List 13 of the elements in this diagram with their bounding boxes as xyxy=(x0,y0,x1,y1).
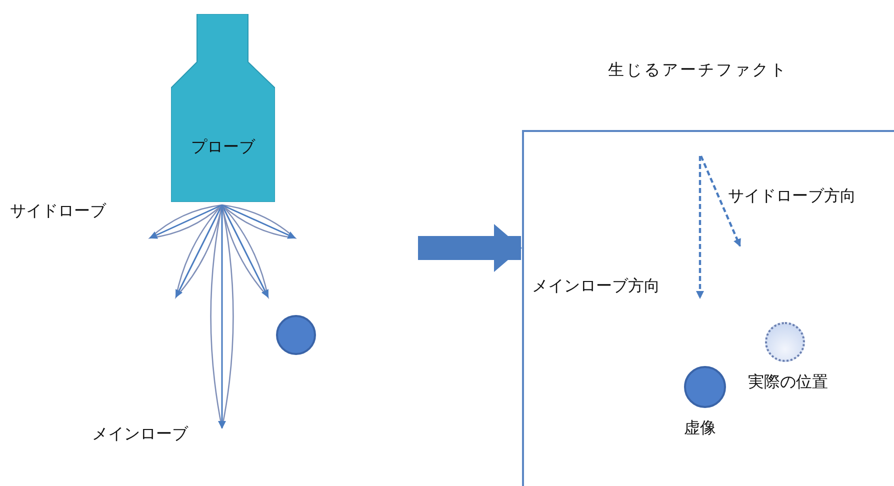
label: サイドローブ方向 xyxy=(728,186,856,206)
label: メインローブ xyxy=(92,424,188,444)
node-label: 虚像 xyxy=(684,418,716,438)
heading: 生じるアーチファクト xyxy=(608,60,788,80)
circle xyxy=(276,315,316,355)
node-label: プローブ xyxy=(190,137,256,157)
probe-shape xyxy=(171,14,275,202)
node-label: 実際の位置 xyxy=(748,372,828,392)
circle xyxy=(684,366,726,408)
label: メインローブ方向 xyxy=(532,276,660,296)
label: サイドローブ xyxy=(10,201,106,221)
block-arrow xyxy=(418,224,522,272)
circle xyxy=(765,322,805,362)
